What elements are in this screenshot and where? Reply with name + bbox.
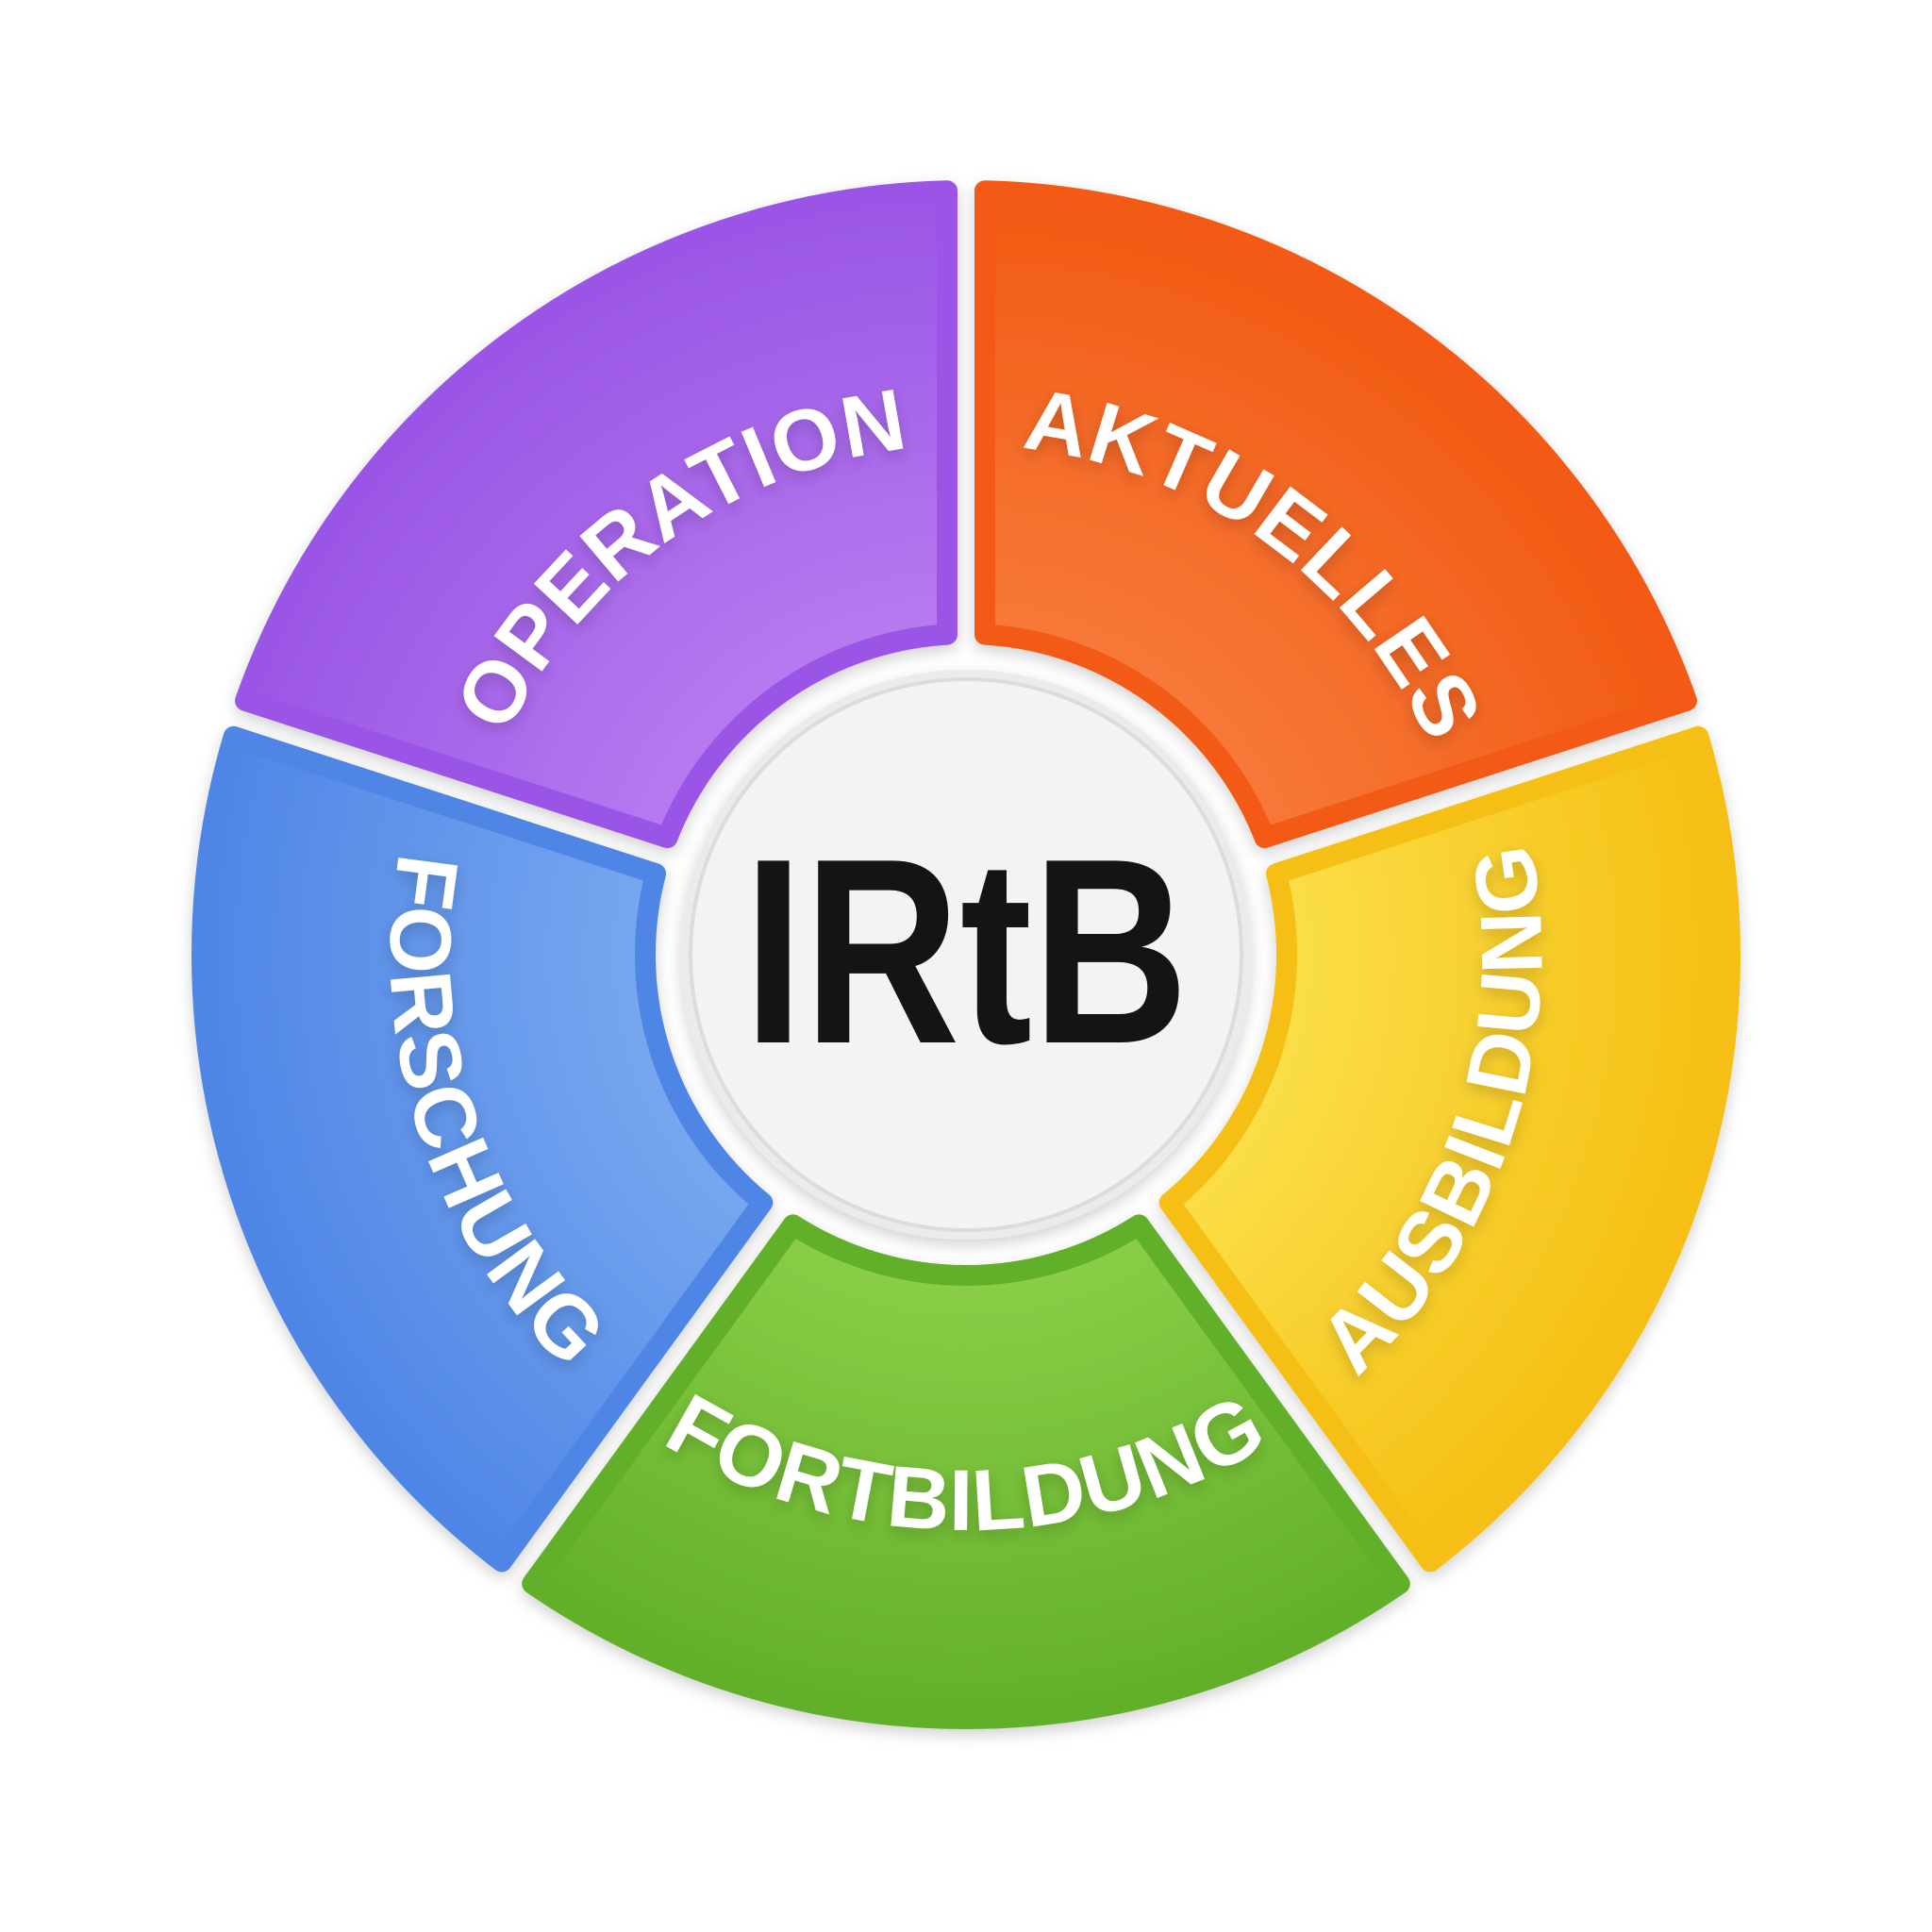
center-circle: IRtB [681,670,1251,1240]
center-label: IRtB [743,804,1189,1099]
segment-kooperationen[interactable] [235,180,958,849]
segment-aktuelles[interactable] [974,180,1697,849]
segment-ausbildung[interactable] [1158,725,1740,1573]
segment-ring: AKTUELLESAUSBILDUNGFORTBILDUNGFORSCHUNGK… [0,0,1740,1729]
segment-forschung[interactable] [192,725,774,1573]
segment-fortbildung[interactable] [522,1214,1410,1729]
